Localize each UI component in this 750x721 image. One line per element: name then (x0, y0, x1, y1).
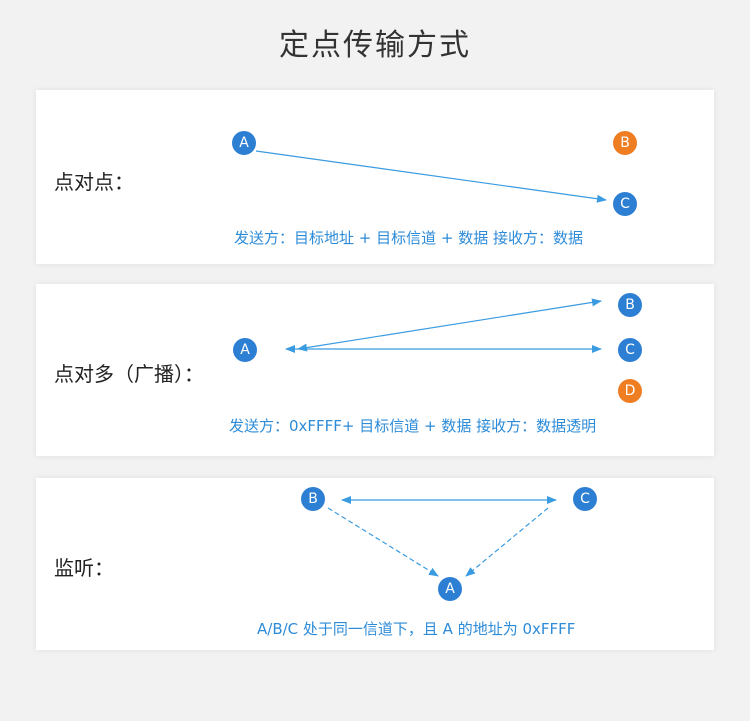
node-c: C (618, 338, 642, 362)
node-c: C (613, 192, 637, 216)
node-b: B (618, 293, 642, 317)
arrow-a-to-b (297, 298, 602, 352)
arrow-c-to-a (465, 507, 549, 577)
caption: 发送方：0xFFFF+ 目标信道 + 数据 接收方：数据透明 (229, 417, 597, 435)
panel-monitor: 监听： B C A A/B/C 处于同一信道下，且 A 的地址为 0xFFFF (36, 478, 714, 650)
node-a: A (233, 338, 257, 362)
caption: 发送方：目标地址 + 目标信道 + 数据 接收方：数据 (234, 229, 583, 247)
panel-label: 监听： (54, 556, 114, 580)
node-b: B (613, 131, 637, 155)
node-b: B (301, 487, 325, 511)
node-a: A (438, 577, 462, 601)
node-d: D (618, 379, 642, 403)
arrow-b-to-a (327, 507, 439, 577)
link-diagram (255, 150, 607, 203)
node-c: C (573, 487, 597, 511)
caption: A/B/C 处于同一信道下，且 A 的地址为 0xFFFF (257, 620, 576, 638)
arrow-a-to-c (255, 150, 607, 203)
page-title: 定点传输方式 (279, 28, 471, 63)
link-diagram (327, 496, 557, 577)
node-a: A (232, 131, 256, 155)
panel-label: 点对多（广播）： (54, 362, 204, 386)
link-diagram (285, 298, 602, 353)
panel-point-to-point: 点对点： A B C 发送方：目标地址 + 目标信道 + 数据 接收方：数据 (36, 90, 714, 264)
panel-label: 点对点： (54, 170, 134, 194)
panel-broadcast: 点对多（广播）： A B C D 发送方：0xFFFF+ 目标信道 + 数据 接… (36, 284, 714, 456)
